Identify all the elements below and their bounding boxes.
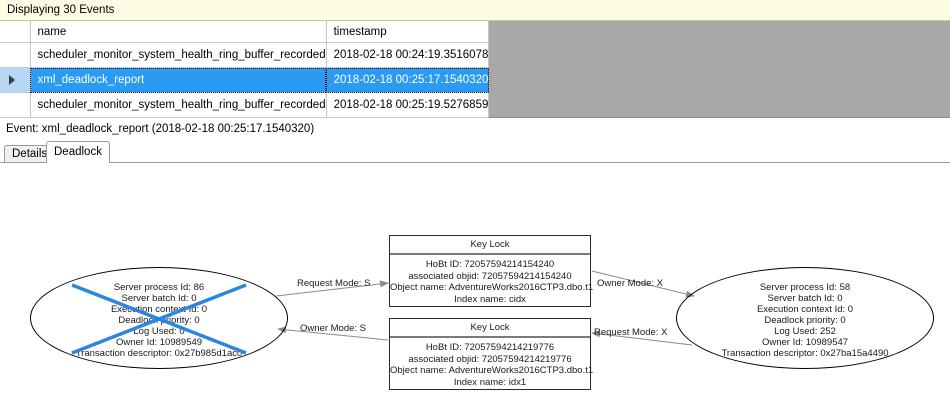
column-header-timestamp[interactable]: timestamp [326, 21, 490, 43]
process-node-left[interactable]: Server process Id: 86 Server batch Id: 0… [30, 267, 288, 369]
row-selector-triangle-icon [9, 75, 15, 85]
keylock-top-title: Key Lock [390, 236, 590, 255]
process-node-right[interactable]: Server process Id: 58 Server batch Id: 0… [676, 267, 934, 369]
keylock-bottom-line-2: Object name: AdventureWorks2016CTP3.dbo.… [390, 365, 594, 376]
table-row[interactable]: scheduler_monitor_system_health_ring_buf… [0, 42, 490, 68]
cell-name[interactable]: scheduler_monitor_system_health_ring_buf… [30, 42, 327, 68]
process-left-line-6: Transaction descriptor: 0x27b985d1ac0 [75, 348, 243, 359]
edge-label-owner-x: Owner Mode: X [597, 278, 663, 289]
table-row[interactable]: scheduler_monitor_system_health_ring_buf… [0, 92, 490, 118]
process-left-line-5: Owner Id: 10989549 [115, 337, 203, 348]
resource-node-keylock-bottom[interactable]: Key Lock HoBt ID: 72057594214219776 asso… [389, 318, 594, 390]
events-status-banner: Displaying 30 Events [0, 0, 950, 21]
process-right-line-5: Owner Id: 10989547 [761, 337, 849, 348]
edge-owner-s [277, 326, 389, 341]
keylock-top-body: HoBt ID: 72057594214154240 associated ob… [390, 255, 594, 305]
process-right-line-4: Log Used: 252 [774, 326, 836, 337]
event-detail-tabstrip: Details Deadlock [0, 141, 950, 163]
cell-name[interactable]: scheduler_monitor_system_health_ring_buf… [30, 92, 327, 118]
cell-timestamp[interactable]: 2018-02-18 00:25:17.1540320 [326, 67, 490, 93]
edge-label-request-s: Request Mode: S [297, 278, 371, 289]
edge-request-x [591, 330, 693, 346]
process-right-line-6: Transaction descriptor: 0x27ba15a4490 [721, 348, 889, 359]
events-grid[interactable]: name timestamp scheduler_monitor_system_… [0, 21, 950, 118]
row-selector-cell[interactable] [0, 67, 31, 93]
row-selector-cell[interactable] [0, 42, 31, 68]
process-right-line-3: Deadlock priority: 0 [764, 315, 846, 326]
edge-owner-x [591, 270, 695, 298]
row-selector-header [0, 21, 31, 43]
event-detail-caption: Event: xml_deadlock_report (2018-02-18 0… [6, 123, 315, 135]
keylock-top-line-1: associated objid: 72057594214154240 [408, 270, 572, 282]
process-left-line-1: Server batch Id: 0 [121, 293, 197, 304]
keylock-bottom-line-0: HoBt ID: 72057594214219776 [425, 342, 555, 353]
process-right-line-0: Server process Id: 58 [759, 282, 851, 293]
events-grid-header-row: name timestamp [0, 21, 490, 43]
cell-name[interactable]: xml_deadlock_report [30, 67, 327, 93]
keylock-bottom-line-1: associated objid: 72057594214219776 [408, 353, 572, 365]
process-left-line-3: Deadlock priority: 0 [118, 315, 200, 326]
keylock-top-line-0: HoBt ID: 72057594214154240 [425, 259, 555, 270]
keylock-bottom-body: HoBt ID: 72057594214219776 associated ob… [390, 338, 594, 388]
edge-label-request-x: Request Mode: X [594, 327, 668, 338]
deadlock-graph: Server process Id: 86 Server batch Id: 0… [0, 163, 950, 400]
edge-label-owner-s: Owner Mode: S [300, 323, 366, 334]
process-right-line-1: Server batch Id: 0 [767, 293, 843, 304]
keylock-bottom-line-3: Index name: idx1 [453, 376, 527, 388]
process-left-line-4: Log Used: 0 [133, 326, 185, 337]
keylock-bottom-title: Key Lock [390, 319, 590, 338]
process-right-line-2: Execution context Id: 0 [756, 304, 854, 315]
table-row[interactable]: xml_deadlock_report 2018-02-18 00:25:17.… [0, 67, 490, 93]
events-grid-table: name timestamp scheduler_monitor_system_… [0, 21, 490, 118]
cell-timestamp[interactable]: 2018-02-18 00:24:19.3516078 [326, 42, 490, 68]
process-left-line-2: Execution context Id: 0 [110, 304, 208, 315]
row-selector-cell[interactable] [0, 92, 31, 118]
event-detail-header: Event: xml_deadlock_report (2018-02-18 0… [0, 119, 950, 141]
keylock-top-line-2: Object name: AdventureWorks2016CTP3.dbo.… [390, 282, 594, 293]
keylock-top-line-3: Index name: cidx [454, 293, 526, 305]
cell-timestamp[interactable]: 2018-02-18 00:25:19.5276859 [326, 92, 490, 118]
resource-node-keylock-top[interactable]: Key Lock HoBt ID: 72057594214154240 asso… [389, 235, 594, 307]
tab-deadlock[interactable]: Deadlock [46, 141, 110, 163]
events-status-text: Displaying 30 Events [7, 4, 115, 16]
deadlock-graph-canvas[interactable]: Server process Id: 86 Server batch Id: 0… [0, 162, 950, 400]
column-header-name[interactable]: name [30, 21, 327, 43]
deadlock-edges-layer [275, 270, 695, 346]
edge-request-s [275, 280, 389, 297]
process-left-line-0: Server process Id: 86 [113, 282, 205, 293]
